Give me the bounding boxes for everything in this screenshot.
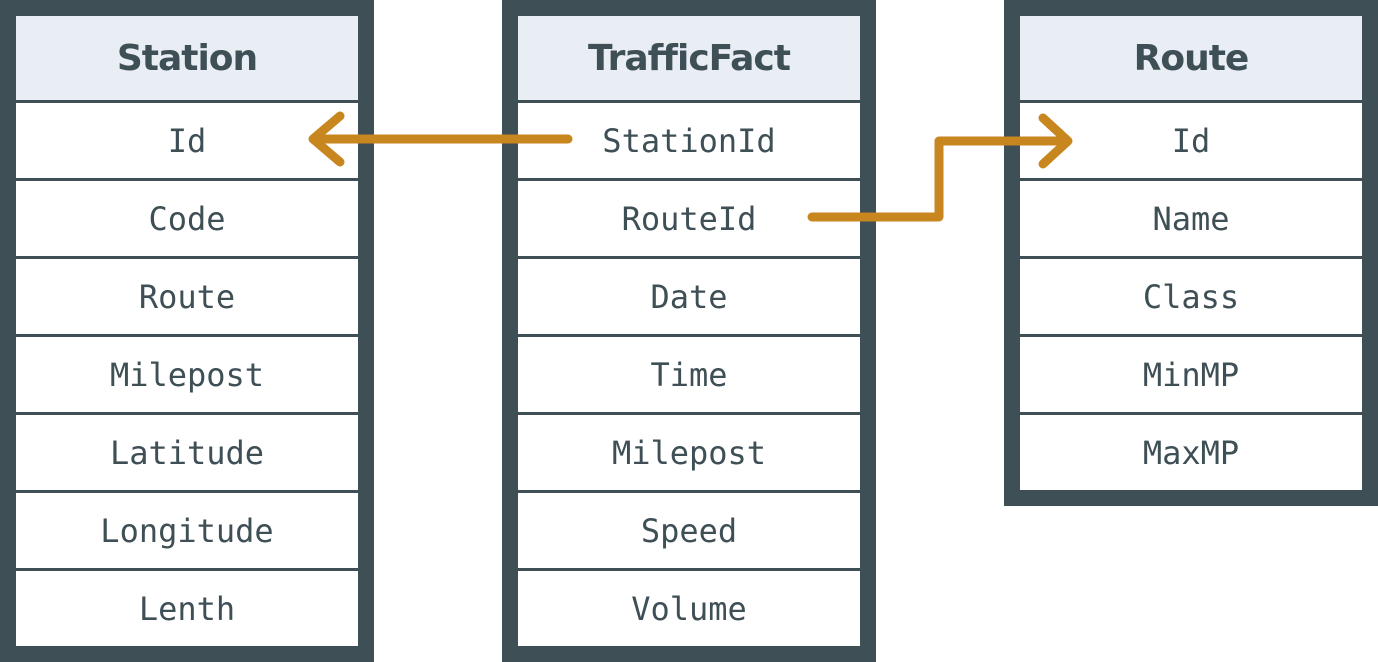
- field-lenth: Lenth: [16, 571, 358, 646]
- field-class: Class: [1020, 259, 1362, 334]
- field-maxmp: MaxMP: [1020, 415, 1362, 490]
- entity-route: Route Id Name Class MinMP MaxMP: [1004, 0, 1378, 506]
- field-list: StationId RouteId Date Time Milepost Spe…: [518, 103, 860, 646]
- entity-title: Route: [1020, 16, 1362, 100]
- field-list: Id Code Route Milepost Latitude Longitud…: [16, 103, 358, 646]
- field-list: Id Name Class MinMP MaxMP: [1020, 103, 1362, 490]
- field-minmp: MinMP: [1020, 337, 1362, 412]
- field-date: Date: [518, 259, 860, 334]
- field-latitude: Latitude: [16, 415, 358, 490]
- field-longitude: Longitude: [16, 493, 358, 568]
- field-volume: Volume: [518, 571, 860, 646]
- field-speed: Speed: [518, 493, 860, 568]
- entity-station: Station Id Code Route Milepost Latitude …: [0, 0, 374, 662]
- field-milepost: Milepost: [16, 337, 358, 412]
- field-name: Name: [1020, 181, 1362, 256]
- field-time: Time: [518, 337, 860, 412]
- field-route: Route: [16, 259, 358, 334]
- entity-title: Station: [16, 16, 358, 100]
- field-id: Id: [1020, 103, 1362, 178]
- entity-trafficfact: TrafficFact StationId RouteId Date Time …: [502, 0, 876, 662]
- field-code: Code: [16, 181, 358, 256]
- field-id: Id: [16, 103, 358, 178]
- field-routeid: RouteId: [518, 181, 860, 256]
- entity-title: TrafficFact: [518, 16, 860, 100]
- field-milepost: Milepost: [518, 415, 860, 490]
- field-stationid: StationId: [518, 103, 860, 178]
